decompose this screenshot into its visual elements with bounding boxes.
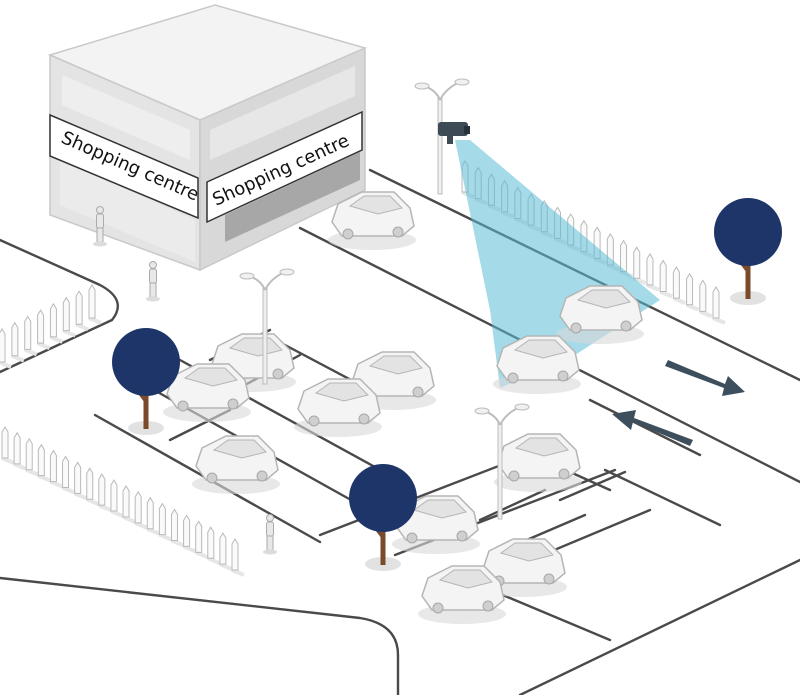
fence-shadow	[23, 347, 38, 357]
fence-picket	[699, 279, 707, 312]
picket-fence-bottom	[1, 426, 245, 577]
road-centre-line	[588, 398, 702, 457]
fence-shadow	[672, 296, 687, 305]
fence-picket	[620, 239, 628, 273]
fence-picket	[62, 296, 70, 332]
fence-shadow	[182, 544, 197, 554]
fence-picket	[11, 321, 19, 357]
fence-shadow	[194, 550, 209, 560]
fence-picket	[25, 437, 33, 471]
traffic-arrow-icon	[612, 410, 693, 446]
fence-shadow	[207, 556, 221, 566]
fence-picket	[49, 449, 57, 483]
fence-shadow	[1, 456, 15, 465]
fence-picket	[98, 473, 106, 506]
fence-shadow	[122, 515, 136, 524]
fence-picket	[62, 455, 70, 488]
car	[191, 435, 281, 495]
fence-shadow	[49, 479, 64, 489]
fence-shadow	[25, 467, 39, 477]
fence-picket	[219, 532, 227, 565]
fence-picket	[659, 259, 667, 292]
traffic-arrows	[612, 360, 745, 446]
street-lamp	[414, 78, 470, 195]
fence-picket	[195, 520, 203, 553]
pedestrian	[145, 261, 161, 302]
fence-picket	[74, 461, 82, 494]
fence-picket	[183, 514, 191, 547]
fence-shadow	[75, 322, 89, 332]
fence-shadow	[158, 532, 173, 542]
fence-picket	[1, 426, 9, 459]
pedestrian	[262, 514, 278, 555]
fence-picket	[24, 315, 32, 350]
road-edge-left	[0, 238, 120, 374]
fence-shadow	[170, 538, 185, 548]
road-edge-bottom	[0, 576, 400, 695]
picket-fence-left	[0, 284, 102, 369]
fence-shadow	[49, 335, 64, 344]
shopping-centre-building: Shopping centre Shopping centre	[47, 4, 368, 272]
traffic-arrow-icon	[665, 360, 745, 396]
fence-shadow	[11, 353, 25, 363]
fence-shadow	[62, 328, 77, 338]
tree	[347, 462, 419, 573]
fence-picket	[633, 246, 641, 279]
fence-picket	[122, 484, 130, 518]
fence-picket	[134, 490, 142, 524]
fence-picket	[49, 302, 57, 338]
fence-picket	[170, 508, 178, 542]
tree	[110, 326, 182, 437]
fence-shadow	[632, 276, 647, 286]
fence-shadow	[646, 282, 660, 292]
fence-shadow	[110, 509, 124, 518]
fence-shadow	[659, 289, 673, 299]
fence-shadow	[13, 462, 27, 471]
fence-picket	[672, 266, 680, 299]
fence-shadow	[36, 341, 51, 350]
tree	[712, 196, 784, 307]
fence-picket	[646, 252, 654, 286]
fence-shadow	[61, 485, 76, 495]
fence-shadow	[219, 562, 233, 571]
fence-picket	[0, 328, 6, 363]
car	[417, 565, 507, 625]
fence-picket	[686, 272, 694, 306]
fence-shadow	[699, 309, 713, 319]
fence-picket	[207, 526, 215, 559]
fence-shadow	[98, 503, 112, 513]
fence-picket	[110, 479, 118, 512]
fence-shadow	[712, 316, 726, 325]
cctv-camera-icon	[438, 122, 470, 144]
fence-picket	[37, 443, 45, 477]
car	[493, 433, 583, 493]
fence-shadow	[134, 520, 148, 530]
fence-shadow	[231, 568, 245, 577]
road-right-edge	[518, 558, 800, 695]
fence-picket	[37, 309, 45, 344]
fence-shadow	[73, 491, 88, 501]
fence-picket	[712, 286, 720, 319]
fence-shadow	[146, 526, 161, 536]
fence-shadow	[37, 473, 52, 483]
fence-shadow	[0, 360, 12, 369]
fence-shadow	[685, 302, 700, 312]
fence-picket	[158, 502, 166, 536]
fence-picket	[231, 538, 239, 571]
fence-picket	[88, 284, 96, 319]
fence-picket	[75, 290, 83, 325]
fence-picket	[146, 496, 154, 530]
fence-shadow	[85, 497, 100, 507]
fence-shadow	[88, 316, 102, 325]
fence-picket	[13, 431, 21, 465]
road-markings	[0, 168, 800, 695]
fence-picket	[86, 467, 94, 500]
car	[293, 378, 383, 438]
